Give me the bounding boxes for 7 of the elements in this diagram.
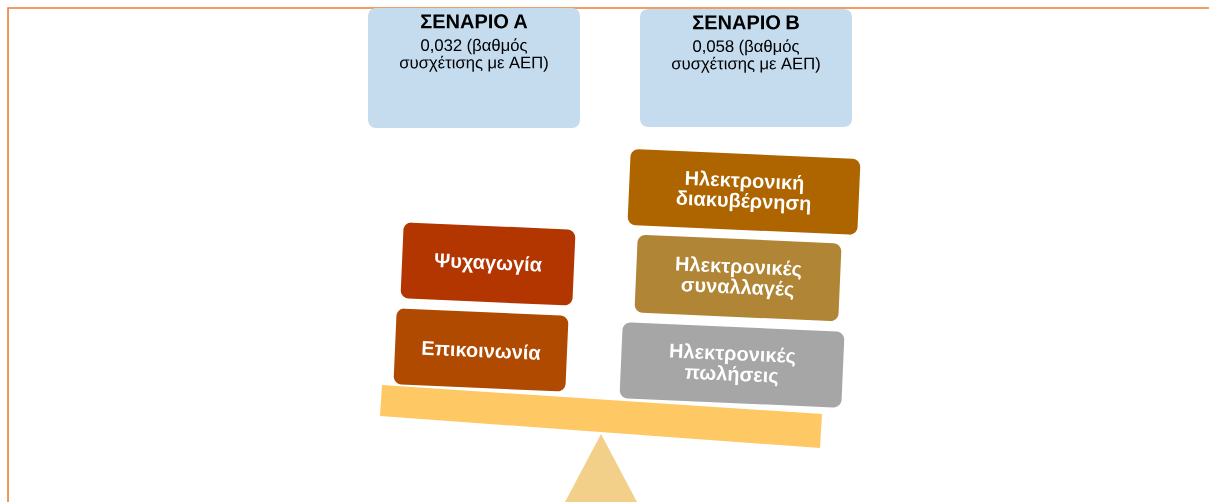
scenario-box: ΣΕΝΑΡΙΟ Α 0,032 (βαθμός συσχέτισης με ΑΕΠ) [368, 8, 580, 128]
scenario-box: ΣΕΝΑΡΙΟ Β 0,058 (βαθμός συσχέτισης με ΑΕΠ) [640, 9, 852, 127]
category-box: Ηλεκτρονικές συναλλαγές [634, 234, 842, 322]
category-box: Ψυχαγωγία [400, 222, 576, 306]
category-box: Ηλεκτρονικές πωλήσεις [619, 322, 845, 408]
category-box: Επικοινωνία [393, 308, 569, 392]
category-box: Ηλεκτρονική διακυβέρνηση [627, 149, 861, 235]
